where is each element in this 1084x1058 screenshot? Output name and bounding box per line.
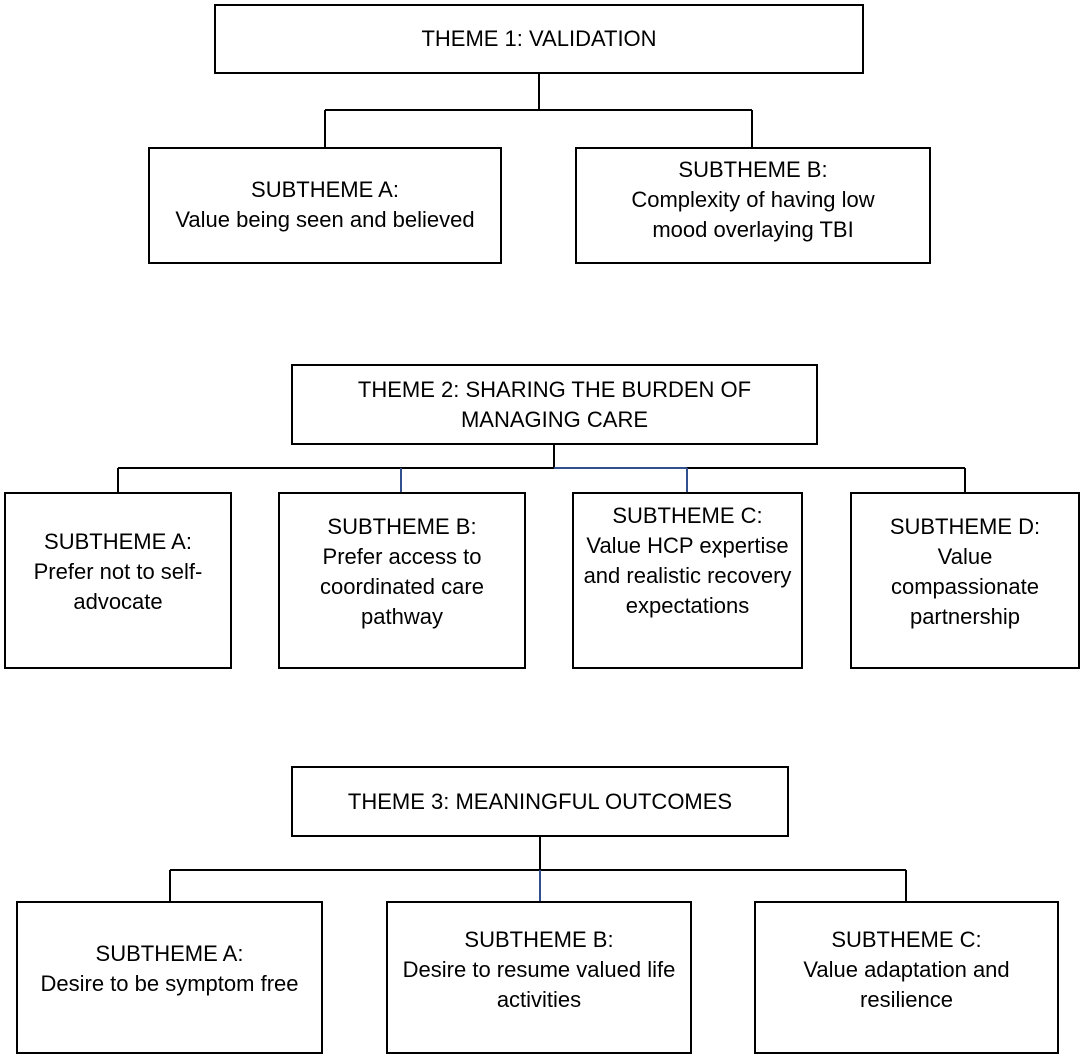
theme-1-connector	[324, 74, 753, 147]
subtheme-label: SUBTHEME C:	[831, 927, 982, 952]
subtheme-text: Prefer access to coordinated care pathwa…	[320, 544, 484, 629]
subtheme-label: SUBTHEME B:	[678, 157, 828, 182]
subtheme-text: Value being seen and believed	[175, 207, 475, 232]
subtheme-text: Value compassionate partnership	[891, 544, 1039, 629]
subtheme-label: SUBTHEME A:	[251, 177, 399, 202]
theme-2-connector-accent	[400, 467, 688, 492]
subtheme-label: SUBTHEME A:	[44, 529, 192, 554]
subtheme-label: SUBTHEME B:	[464, 927, 614, 952]
theme-3-subtheme-a-box: SUBTHEME A: Desire to be symptom free	[16, 901, 323, 1054]
theme-2-subtheme-a-box: SUBTHEME A: Prefer not to self-advocate	[4, 492, 232, 669]
theme-2-box: THEME 2: SHARING THE BURDEN OF MANAGING …	[291, 364, 818, 445]
theme-3-connector	[169, 837, 907, 901]
theme-1-subtheme-b-box: SUBTHEME B: Complexity of having low moo…	[575, 147, 931, 264]
theme-1-subtheme-a-box: SUBTHEME A: Value being seen and believe…	[148, 147, 502, 264]
subtheme-text: Desire to be symptom free	[40, 971, 299, 996]
subtheme-label: SUBTHEME D:	[889, 514, 1041, 539]
subtheme-text: Value adaptation and resilience	[803, 957, 1010, 1012]
theme-3-box: THEME 3: MEANINGFUL OUTCOMES	[291, 766, 789, 837]
subtheme-label: SUBTHEME C:	[612, 503, 763, 528]
theme-3-subtheme-c-box: SUBTHEME C: Value adaptation and resilie…	[754, 901, 1059, 1054]
subtheme-label: SUBTHEME A:	[95, 941, 244, 966]
theme-2-subtheme-c-box: SUBTHEME C: Value HCP expertise and real…	[572, 492, 803, 669]
theme-3-title: THEME 3: MEANINGFUL OUTCOMES	[347, 788, 733, 814]
theme-2-subtheme-d-box: SUBTHEME D: Value compassionate partners…	[850, 492, 1080, 669]
subtheme-text: Complexity of having low mood overlaying…	[631, 187, 875, 242]
subtheme-text: Desire to resume valued life activities	[402, 957, 676, 1012]
theme-1-title: THEME 1: VALIDATION	[421, 26, 657, 51]
subtheme-label: SUBTHEME B:	[327, 514, 477, 539]
theme-1-box: THEME 1: VALIDATION	[214, 4, 864, 74]
theme-2-connector	[117, 445, 966, 492]
theme-2-subtheme-b-box: SUBTHEME B: Prefer access to coordinated…	[278, 492, 526, 669]
theme-2-title: THEME 2: SHARING THE BURDEN OF MANAGING …	[357, 376, 752, 432]
theme-3-subtheme-b-box: SUBTHEME B: Desire to resume valued life…	[386, 901, 692, 1054]
subtheme-text: Prefer not to self-advocate	[33, 559, 203, 614]
subtheme-text: Value HCP expertise and realistic recove…	[583, 533, 792, 618]
